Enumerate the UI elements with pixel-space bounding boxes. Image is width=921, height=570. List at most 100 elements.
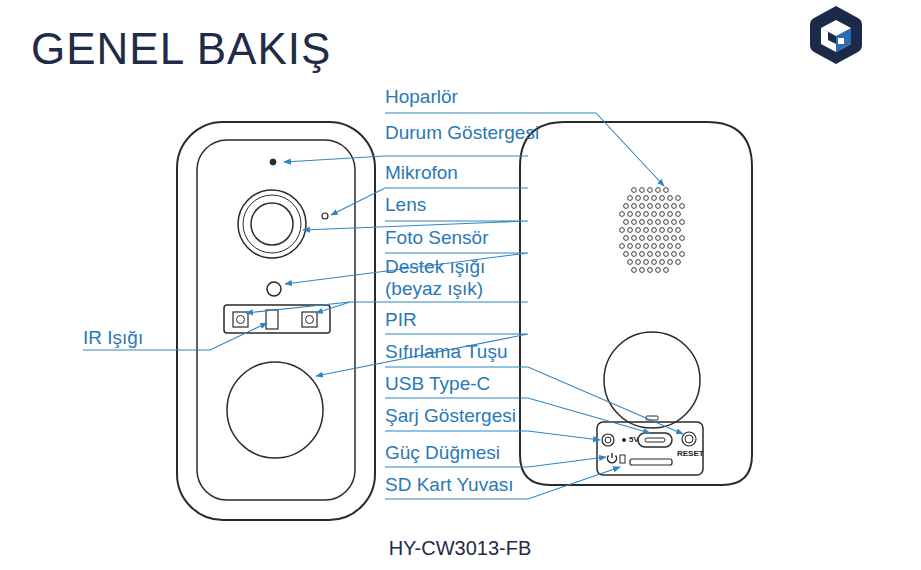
grille-hole [628,212,633,217]
model-caption: HY-CW3013-FB [389,537,532,560]
grille-hole [676,212,681,217]
grille-hole [648,252,653,257]
grille-hole [656,204,661,209]
camera-front [177,122,375,520]
grille-hole [636,212,641,217]
grille-hole [628,228,633,233]
grille-hole [648,268,653,273]
grille-hole [660,244,665,249]
leader-lines [83,113,683,499]
grille-hole [648,204,653,209]
grille-hole [632,236,637,241]
part-label: Durum Göstergesi [385,122,539,144]
part-label: PIR [385,309,417,331]
grille-hole [660,260,665,265]
grille-hole [680,220,685,225]
grille-hole [628,196,633,201]
grille-hole [656,268,661,273]
grille-hole [668,260,673,265]
grille-hole [652,244,657,249]
grille-hole [636,228,641,233]
grille-hole [660,196,665,201]
grille-hole [628,260,633,265]
grille-hole [632,268,637,273]
grille-hole [668,212,673,217]
grille-hole [668,196,673,201]
grille-hole [648,188,653,193]
grille-hole [652,196,657,201]
grille-hole [664,220,669,225]
grille-hole [640,188,645,193]
grille-hole [620,244,625,249]
grille-hole [660,228,665,233]
page-title: GENEL BAKIŞ [31,24,331,75]
part-label: USB Type-C [385,373,490,395]
grille-hole [676,260,681,265]
grille-hole [672,252,677,257]
grille-hole [672,220,677,225]
grille-hole [640,220,645,225]
grille-hole [648,220,653,225]
grille-hole [628,244,633,249]
grille-hole [652,228,657,233]
grille-hole [668,228,673,233]
grille-hole [656,236,661,241]
grille-hole [656,252,661,257]
grille-hole [620,228,625,233]
grille-hole [676,244,681,249]
grille-hole [664,236,669,241]
grille-hole [676,196,681,201]
grille-hole [620,212,625,217]
grille-hole [656,188,661,193]
part-label: Hoparlör [385,86,458,108]
grille-hole [664,252,669,257]
grille-hole [676,228,681,233]
grille-hole [680,252,685,257]
grille-hole [632,252,637,257]
grille-hole [624,220,629,225]
port-marking: 5V [629,435,639,444]
part-label: Lens [385,194,426,216]
grille-hole [652,212,657,217]
grille-hole [664,204,669,209]
part-label: Şarj Göstergesi [385,405,516,427]
grille-hole [664,268,669,273]
grille-hole [636,244,641,249]
grille-hole [672,236,677,241]
grille-hole [640,252,645,257]
grille-hole [680,204,685,209]
brand-logo [810,6,862,64]
grille-hole [652,260,657,265]
grille-hole [624,252,629,257]
grille-hole [644,212,649,217]
part-label: Foto Sensör [385,227,489,249]
grille-hole [648,236,653,241]
part-label: Güç Düğmesi [385,442,500,464]
part-label: SD Kart Yuvası [385,474,514,496]
grille-hole [636,260,641,265]
part-label: Sıfırlama Tuşu [385,341,508,363]
grille-hole [672,204,677,209]
grille-hole [664,188,669,193]
grille-hole [656,220,661,225]
grille-hole [644,228,649,233]
part-label: IR Işığı [83,327,143,349]
camera-back [520,122,752,485]
grille-hole [632,188,637,193]
grille-hole [640,268,645,273]
grille-hole [668,244,673,249]
grille-hole [644,260,649,265]
part-label: Mikrofon [385,162,458,184]
grille-hole [644,244,649,249]
grille-hole [632,220,637,225]
grille-hole [680,236,685,241]
grille-hole [640,236,645,241]
grille-hole [660,212,665,217]
grille-hole [624,236,629,241]
port-marking: RESET [677,449,704,458]
grille-hole [640,204,645,209]
grille-hole [644,196,649,201]
speaker-grille [620,188,685,273]
part-label: Destek ışığı (beyaz ışık) [385,256,517,300]
